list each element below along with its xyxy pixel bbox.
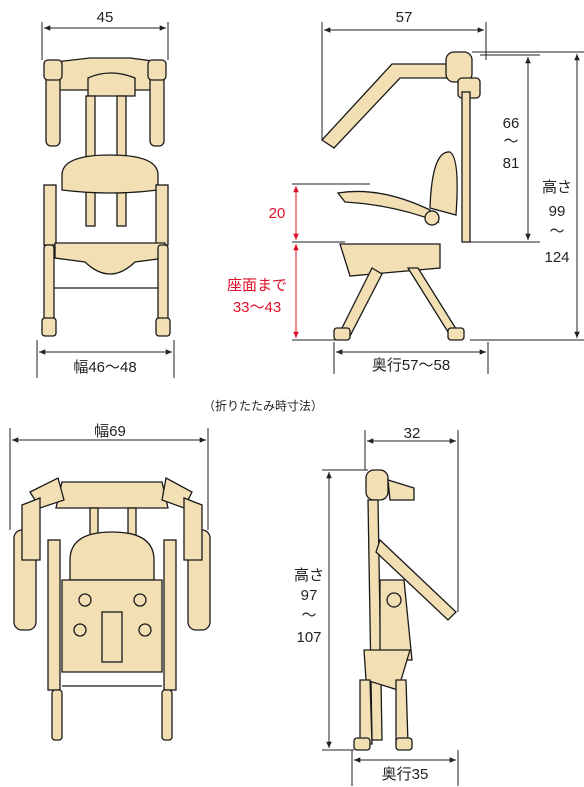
seat-to-arm-dimension: 20 xyxy=(269,183,370,243)
total-height-dimension: 高さ 99 〜 124 xyxy=(470,51,584,341)
seat-height-dimension: 座面まで 33〜43 xyxy=(227,244,340,341)
total-height-min: 99 xyxy=(549,203,566,220)
folded-side-depth-bottom: 奥行35 xyxy=(351,750,459,786)
folded-side-depth-top-value: 32 xyxy=(404,425,421,442)
seat-to-arm-value: 20 xyxy=(269,205,286,222)
total-height-max: 124 xyxy=(544,249,569,266)
folded-side-height: 高さ 97 〜 107 xyxy=(294,469,368,751)
folded-height-max: 107 xyxy=(296,629,321,646)
front-bottom-dimension: 幅46〜48 xyxy=(36,340,175,378)
front-top-width: 45 xyxy=(97,9,114,26)
folded-front-width: 幅69 xyxy=(94,423,126,440)
side-depth-top: 57 xyxy=(396,9,413,26)
front-bottom-width: 幅46〜48 xyxy=(73,359,136,376)
folded-side-depth-top: 32 xyxy=(364,425,459,612)
armrest-height-min: 66 xyxy=(503,115,520,132)
folded-front-width-dimension: 幅69 xyxy=(9,423,209,530)
side-top-dimension: 57 xyxy=(321,9,487,140)
total-height-tilde: 〜 xyxy=(549,223,564,240)
folded-side-depth-bottom-value: 奥行35 xyxy=(382,766,429,783)
folded-height-label: 高さ xyxy=(294,567,324,584)
armrest-height-max: 81 xyxy=(503,155,520,172)
folded-caption: （折りたたみ時寸法） xyxy=(203,398,323,413)
folded-front-chair xyxy=(13,477,211,741)
folded-side-chair xyxy=(353,469,457,751)
armrest-height-dimension: 66 〜 81 xyxy=(470,54,540,243)
seat-height-label: 座面まで xyxy=(227,277,287,294)
armrest-height-tilde: 〜 xyxy=(503,133,518,150)
front-view-chair xyxy=(41,57,171,337)
seat-height-range: 33〜43 xyxy=(233,299,281,316)
side-view-chair xyxy=(321,51,481,341)
side-bottom-dimension: 奥行57〜58 xyxy=(333,342,489,374)
folded-height-tilde: 〜 xyxy=(301,607,316,624)
side-depth-bottom: 奥行57〜58 xyxy=(372,357,450,374)
folded-height-min: 97 xyxy=(301,587,318,604)
front-top-dimension: 45 xyxy=(41,9,169,60)
total-height-label: 高さ xyxy=(542,179,572,196)
